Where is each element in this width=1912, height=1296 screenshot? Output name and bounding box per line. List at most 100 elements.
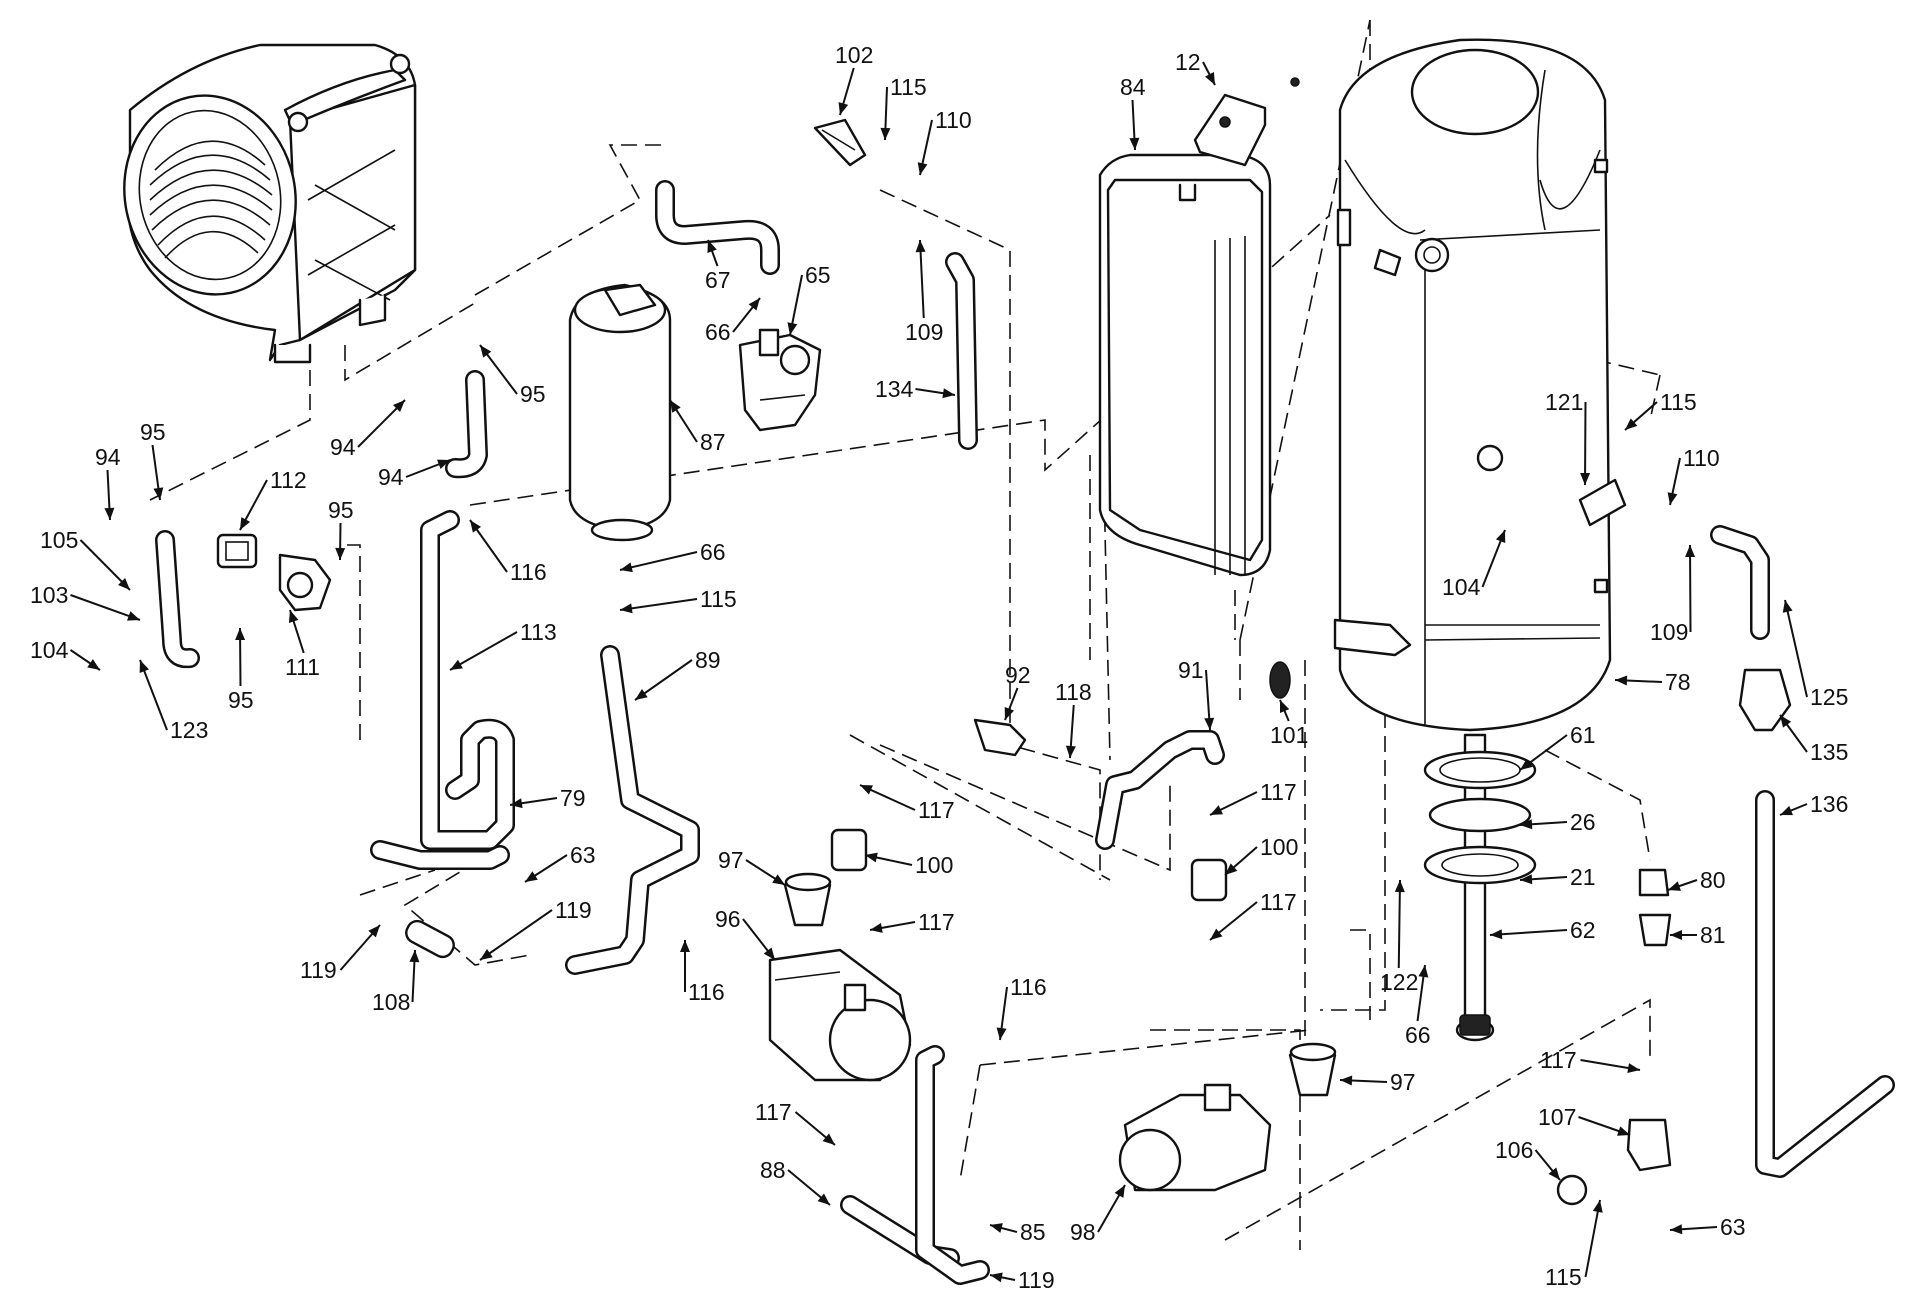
callout-115: 115 [890, 74, 927, 100]
callout-109: 109 [1650, 619, 1688, 645]
callout-115: 115 [700, 586, 737, 612]
callout-100: 100 [915, 852, 953, 878]
callout-115: 115 [1545, 1264, 1582, 1290]
arrowhead [1617, 1126, 1630, 1136]
pipe-134 [945, 252, 978, 450]
leader-line [619, 551, 698, 571]
callout-111: 111 [285, 654, 320, 680]
arrowhead [870, 922, 883, 933]
leader-line [1784, 599, 1808, 698]
callout-94: 94 [95, 444, 121, 470]
arrowhead [620, 562, 633, 573]
callout-98: 98 [1070, 1219, 1096, 1245]
fitting-135 [1738, 668, 1792, 732]
callout-95: 95 [140, 419, 166, 445]
callout-135: 135 [1810, 739, 1848, 765]
bracket [1193, 77, 1300, 167]
arrowhead [942, 388, 955, 399]
callout-95: 95 [328, 497, 354, 523]
callout-95: 95 [228, 687, 254, 713]
arrowhead [1065, 745, 1076, 758]
leader-line [619, 598, 698, 611]
callout-95: 95 [520, 381, 546, 407]
callout-117: 117 [1260, 889, 1297, 915]
air-vent-97b [1288, 1042, 1337, 1097]
pipe-67 [655, 180, 780, 275]
fitting-106 [1556, 1174, 1588, 1206]
arrowhead [1340, 1075, 1353, 1086]
storage-cylinder [1333, 38, 1612, 732]
callout-116: 116 [688, 979, 725, 1005]
callout-87: 87 [700, 429, 726, 455]
arrowhead [335, 547, 346, 560]
callout-106: 106 [1495, 1137, 1533, 1163]
callout-81: 81 [1700, 922, 1726, 948]
callout-97: 97 [718, 847, 744, 873]
arrowhead [1520, 874, 1533, 885]
arrowhead [763, 947, 775, 960]
callout-92: 92 [1005, 662, 1031, 688]
arrowhead [748, 298, 760, 311]
arrowhead [104, 507, 115, 520]
callout-118: 118 [1055, 679, 1092, 705]
callout-66: 66 [1405, 1022, 1431, 1048]
arrowhead [1548, 1167, 1560, 1180]
sensor-92 [973, 718, 1027, 757]
arrowhead [127, 611, 140, 621]
callout-119: 119 [555, 897, 592, 923]
arrowhead [525, 871, 538, 882]
arrowhead [1210, 928, 1223, 940]
callout-67: 67 [705, 267, 731, 293]
callout-66: 66 [700, 539, 726, 565]
pipe-125 [1710, 525, 1770, 640]
arrowhead [1114, 1185, 1125, 1198]
callout-84: 84 [1120, 74, 1146, 100]
callout-80: 80 [1700, 867, 1726, 893]
callout-110: 110 [935, 107, 972, 133]
arrowhead [118, 577, 130, 590]
leader-line [1689, 544, 1692, 633]
callout-116: 116 [510, 559, 547, 585]
pipe-94 [445, 370, 488, 479]
callout-107: 107 [1538, 1104, 1576, 1130]
arrowhead [1418, 965, 1429, 978]
arrowhead [470, 520, 482, 533]
fitting-80 [1638, 868, 1670, 897]
arrowhead [917, 162, 928, 175]
arrowhead [990, 1272, 1003, 1283]
callout-119: 119 [300, 957, 337, 983]
callout-21: 21 [1570, 864, 1596, 890]
arrowhead [772, 874, 785, 885]
air-vent-97a [783, 872, 832, 927]
pipe-103 [155, 530, 200, 669]
arrowhead [1780, 715, 1792, 728]
callout-109: 109 [905, 319, 943, 345]
callout-78: 78 [1665, 669, 1691, 695]
callout-122: 122 [1380, 969, 1418, 995]
callout-117: 117 [1260, 779, 1297, 805]
sensor-102 [813, 118, 867, 167]
callout-63: 63 [570, 842, 596, 868]
arrowhead [1592, 1200, 1603, 1213]
arrowhead [1394, 880, 1405, 893]
pipe-136 [1755, 790, 1895, 1178]
callout-119: 119 [1018, 1267, 1055, 1293]
callout-89: 89 [695, 647, 721, 673]
arrowhead [235, 628, 246, 641]
leader-line [1584, 1199, 1601, 1278]
arrowhead [670, 400, 681, 413]
callout-labels: 1284102115110676665109134879594949594112… [30, 42, 1848, 1293]
arrowhead [1520, 758, 1533, 770]
callout-66: 66 [705, 319, 731, 345]
callout-26: 26 [1570, 809, 1596, 835]
leader-line [1397, 879, 1401, 969]
arrowhead [368, 925, 380, 938]
arrowhead [996, 1027, 1007, 1040]
leader-line [449, 631, 518, 671]
callout-91: 91 [1178, 657, 1204, 683]
filter-108 [405, 919, 455, 959]
callout-113: 113 [520, 619, 557, 645]
arrowhead [1780, 805, 1793, 816]
leader-line [1489, 929, 1568, 936]
